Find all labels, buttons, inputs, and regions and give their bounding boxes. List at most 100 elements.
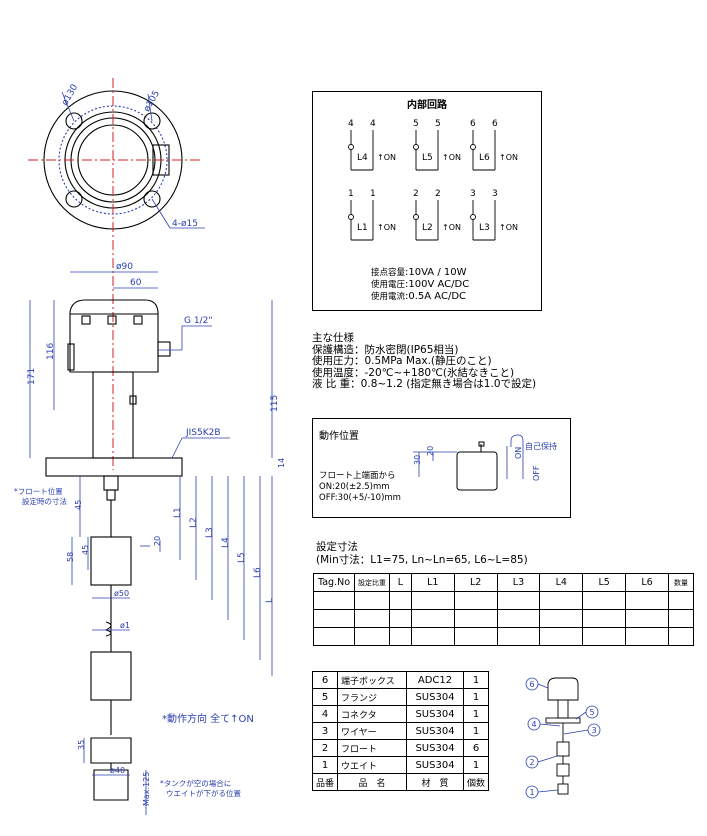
rating-current-value: :0.5A AC/DC bbox=[405, 291, 467, 302]
dim-label-l3: L3 bbox=[205, 527, 215, 538]
rating-capacity-value: :10VA / 10W bbox=[405, 267, 467, 278]
dim-35: 35 bbox=[77, 740, 86, 750]
part-name: ワイヤー bbox=[337, 722, 408, 740]
circuit-diagram: 4 4 5 5 6 6 L4 ↑ON L5 ↑ON L6 ↑ON 1 1 2 2… bbox=[348, 119, 518, 241]
circuit-title: 内部回路 bbox=[407, 100, 447, 111]
header-part-no: 品番 bbox=[311, 773, 339, 791]
part-material: SUS304 bbox=[406, 722, 465, 740]
dim-label-l4: L4 bbox=[221, 537, 231, 548]
technical-drawing: ø130 ø105 4-ø15 bbox=[14, 78, 286, 815]
header-l: L bbox=[389, 573, 412, 592]
switch-label-l5: L5 bbox=[422, 153, 433, 163]
part-name: コネクタ bbox=[337, 705, 408, 723]
part-no: 6 bbox=[311, 671, 339, 689]
rating-capacity: 接点容量:10VA / 10W bbox=[371, 267, 469, 279]
terminal-2a: 2 bbox=[413, 189, 419, 199]
part-name: フロート bbox=[337, 739, 408, 757]
side-view bbox=[45, 299, 183, 801]
switch-6 bbox=[470, 130, 496, 171]
op-note-line-3: OFF:30(+5/-10)mm bbox=[319, 493, 401, 503]
part-material: SUS304 bbox=[406, 739, 465, 757]
rating-capacity-key: 接点容量 bbox=[371, 268, 406, 278]
part-material: ADC12 bbox=[406, 671, 465, 689]
callout-2: 2 bbox=[529, 758, 534, 767]
float-set-note-1: *フロート位置 bbox=[14, 486, 63, 496]
terminal-4b: 4 bbox=[370, 119, 376, 129]
header-l6: L6 bbox=[625, 573, 669, 592]
header-tag: Tag.No bbox=[313, 573, 355, 592]
float-set-note-2: 設定時の寸法 bbox=[22, 496, 67, 506]
part-qty: 1 bbox=[463, 756, 490, 774]
dim-head-dia: ø90 bbox=[116, 262, 133, 272]
spec-line-gravity: 液 比 重：0.8~1.2 (指定無き場合は1.0で設定) bbox=[312, 378, 537, 390]
op-dim-20: 20 bbox=[426, 446, 435, 456]
part-no: 2 bbox=[311, 739, 339, 757]
terminal-3a: 3 bbox=[470, 189, 476, 199]
switch-label-l2: L2 bbox=[422, 223, 433, 233]
callout-6: 6 bbox=[529, 680, 534, 689]
part-material: SUS304 bbox=[406, 688, 465, 706]
op-note-line-1: フロート上端面から bbox=[319, 471, 396, 481]
terminal-5b: 5 bbox=[435, 119, 441, 129]
dim-od-label: ø105 bbox=[142, 89, 162, 114]
operation-title: 動作位置 bbox=[319, 431, 359, 442]
part-qty: 1 bbox=[463, 705, 490, 723]
switch-state-l5: ↑ON bbox=[442, 153, 461, 162]
terminal-1a: 1 bbox=[348, 189, 354, 199]
dim-label-l2: L2 bbox=[189, 517, 199, 528]
part-name: ウエイト bbox=[337, 756, 408, 774]
switch-4 bbox=[348, 130, 374, 171]
flange-std: JIS5K2B bbox=[185, 428, 221, 438]
part-qty: 1 bbox=[463, 722, 490, 740]
switch-state-l4: ↑ON bbox=[377, 153, 396, 162]
terminal-2b: 2 bbox=[435, 189, 441, 199]
callout-3: 3 bbox=[591, 726, 596, 735]
part-no: 4 bbox=[311, 705, 339, 723]
switch-label-l6: L6 bbox=[479, 153, 490, 163]
setting-row-empty bbox=[313, 591, 694, 610]
switch-5 bbox=[413, 130, 439, 171]
part-no: 5 bbox=[311, 688, 339, 706]
dim-116: 116 bbox=[46, 343, 56, 360]
switch-3 bbox=[470, 200, 496, 241]
dim-171: 171 bbox=[27, 368, 37, 385]
header-l1: L1 bbox=[410, 573, 455, 592]
dim-label-l: L bbox=[265, 598, 275, 603]
header-part-name: 品 名 bbox=[337, 773, 408, 791]
op-self-hold: 自己保持 bbox=[525, 441, 557, 451]
dim-holes-label: 4-ø15 bbox=[172, 219, 198, 229]
operation-note: フロート上端面から ON:20(±2.5)mm OFF:30(+5/-10)mm bbox=[319, 471, 401, 504]
part-qty: 1 bbox=[463, 671, 490, 689]
terminal-6b: 6 bbox=[492, 119, 498, 129]
switch-state-l6: ↑ON bbox=[499, 153, 518, 162]
op-dim-30: 30 bbox=[413, 455, 422, 465]
thread-label: G 1/2" bbox=[184, 316, 212, 326]
main-specs: 主な仕様 保護構造：防水密閉(IP65相当) 使用圧力：0.5MPa Max.(… bbox=[312, 332, 537, 391]
part-name: フランジ bbox=[337, 688, 408, 706]
header-qty: 個数 bbox=[463, 773, 490, 791]
part-material: SUS304 bbox=[406, 756, 465, 774]
dim-45-top: 45 bbox=[74, 500, 83, 510]
tank-note-1: *タンクが空の場合に bbox=[160, 778, 231, 788]
setting-row-empty bbox=[313, 627, 694, 646]
setting-row-empty bbox=[313, 609, 694, 628]
terminal-1b: 1 bbox=[370, 189, 376, 199]
dim-14: 14 bbox=[277, 458, 286, 468]
contact-ratings: 接点容量:10VA / 10W 使用電圧:100V AC/DC 使用電流:0.5… bbox=[371, 267, 469, 303]
dim-wire-dia: ø1 bbox=[120, 621, 130, 630]
setting-title: 設定寸法 bbox=[316, 541, 358, 553]
dim-20: 20 bbox=[153, 536, 162, 546]
operation-position-box: 動作位置 30 20 ON OFF 自己保持 フロート上端面から ON:20(±… bbox=[312, 418, 571, 518]
terminal-4a: 4 bbox=[348, 119, 354, 129]
setting-subtitle: (Min寸法：L1=75, Ln~Ln=65, L6~L=85) bbox=[316, 554, 528, 566]
part-qty: 6 bbox=[463, 739, 490, 757]
dim-58: 58 bbox=[66, 552, 75, 562]
callout-1: 1 bbox=[529, 788, 534, 797]
terminal-3b: 3 bbox=[492, 189, 498, 199]
dim-40: ø40 bbox=[110, 766, 125, 775]
op-note-line-2: ON:20(±2.5)mm bbox=[319, 482, 390, 492]
